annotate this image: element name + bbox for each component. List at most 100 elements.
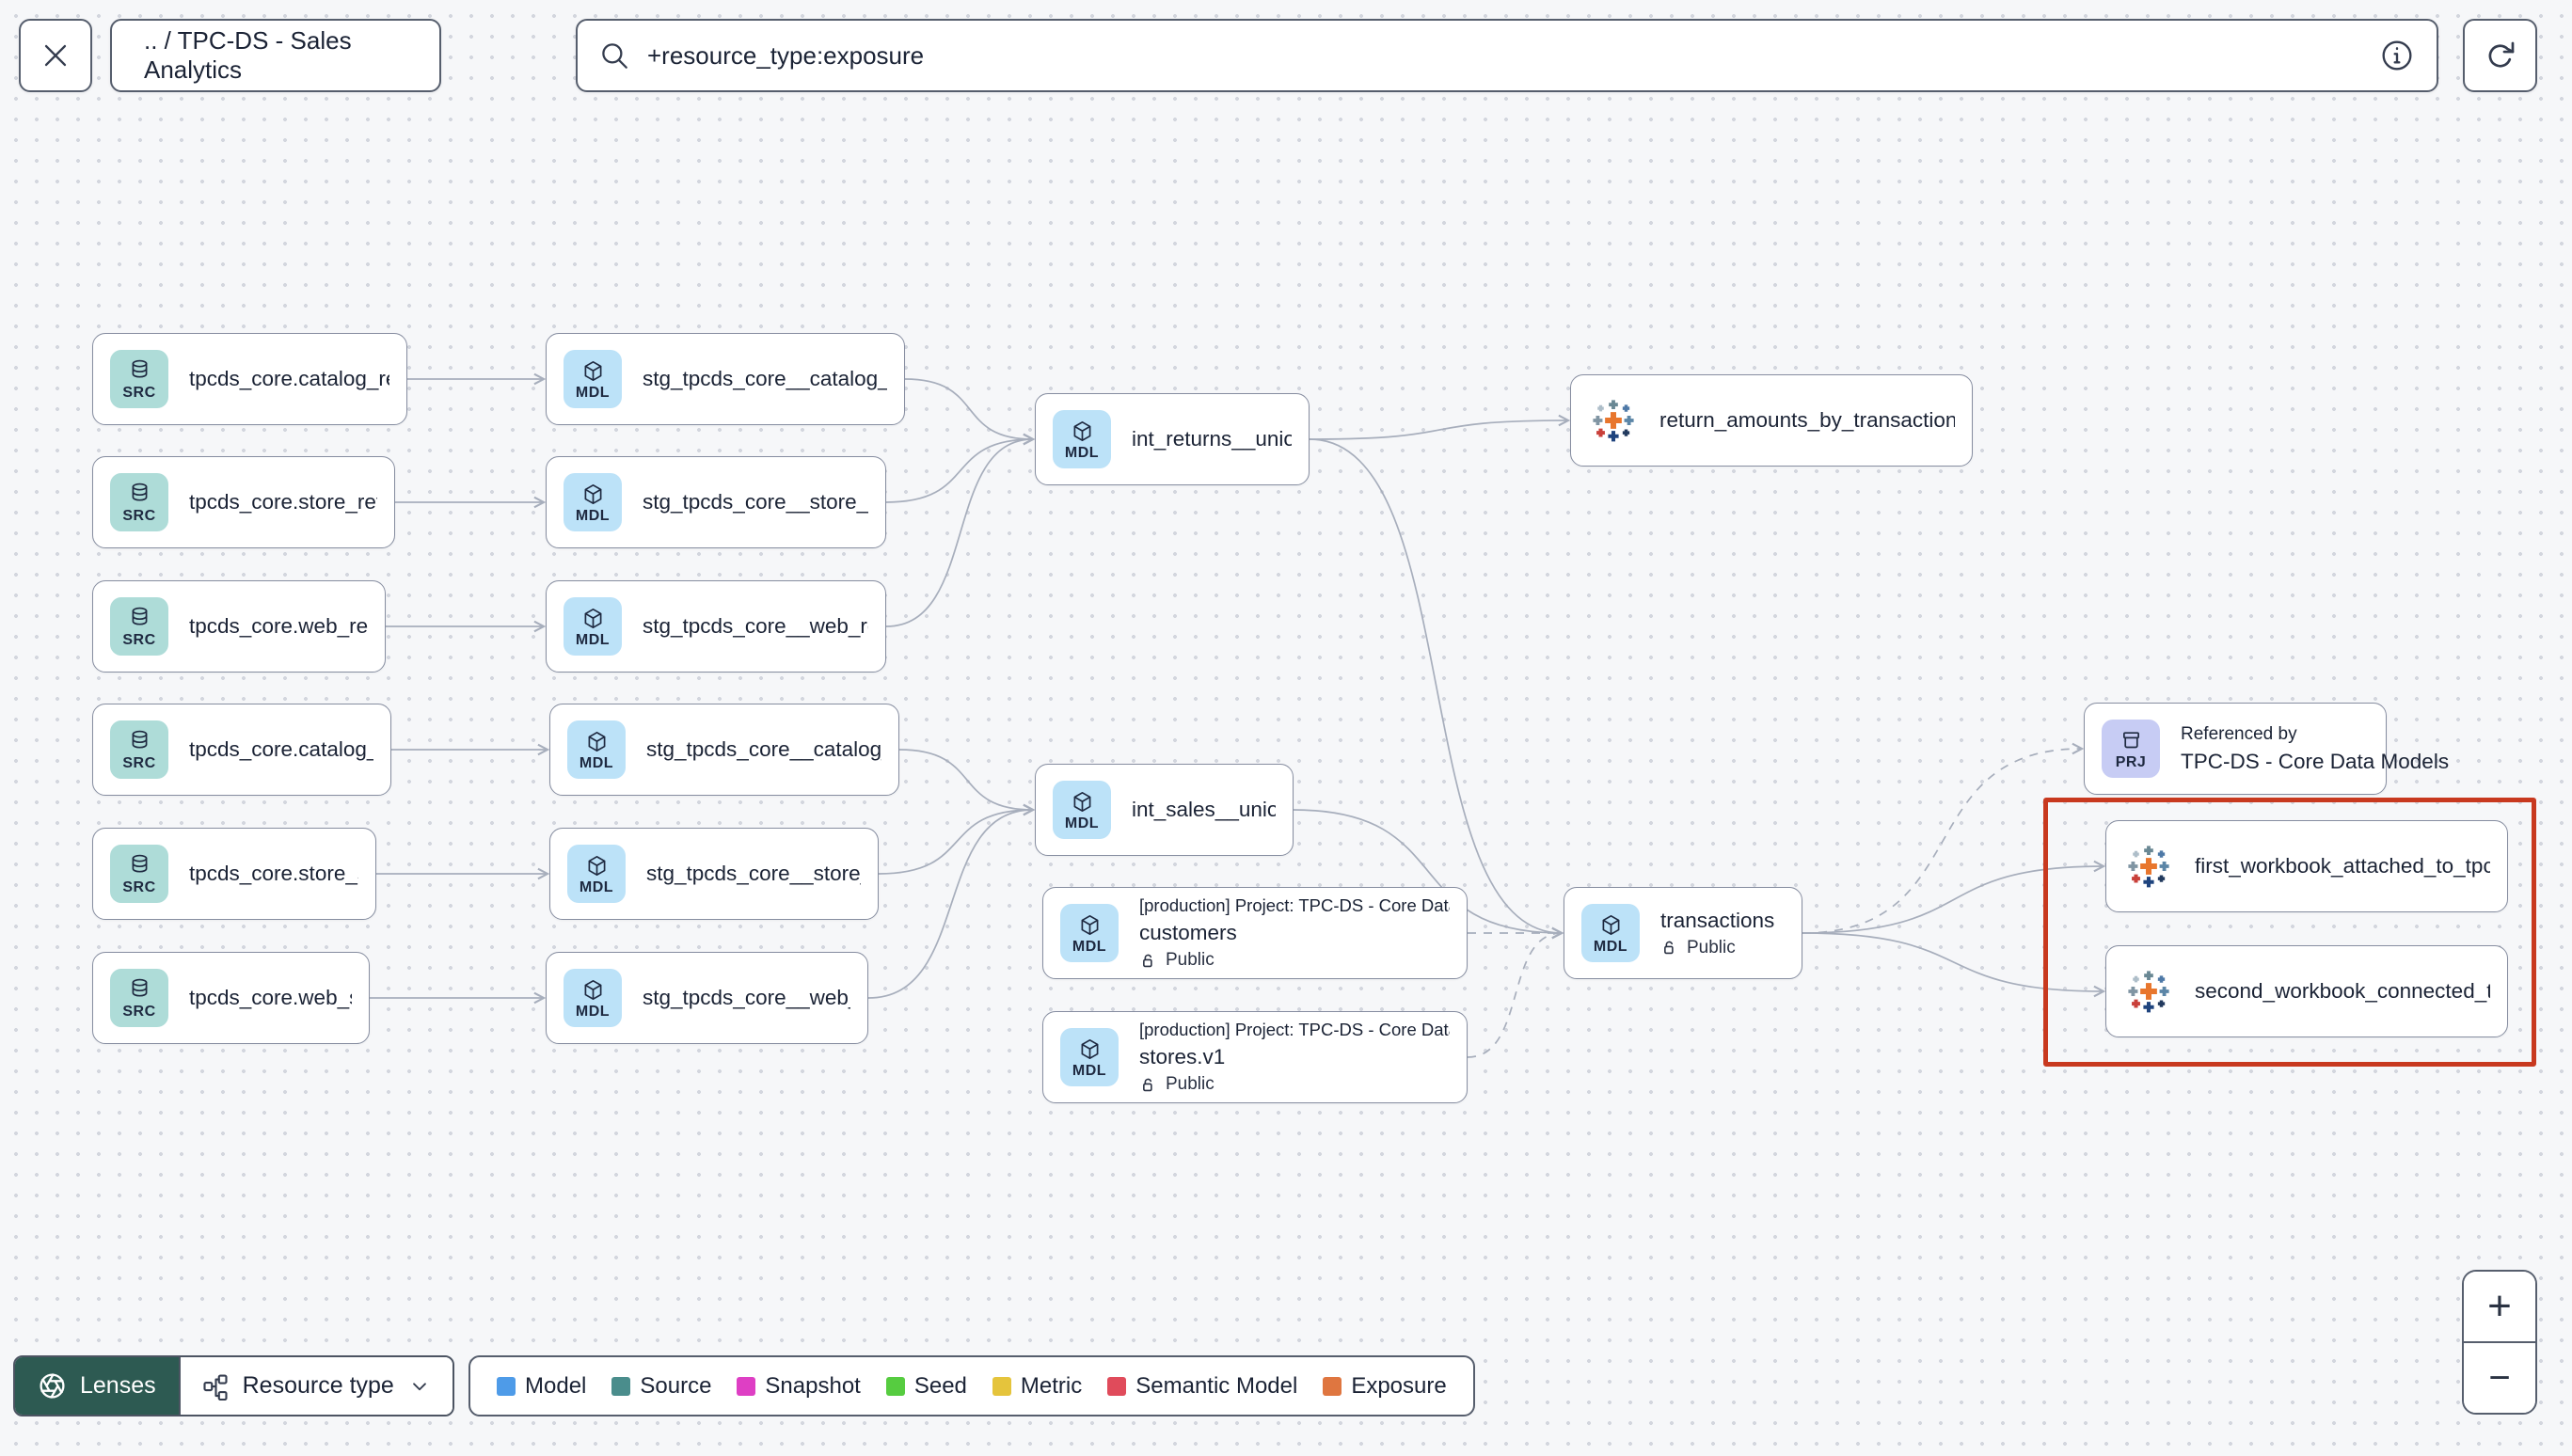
mdl-badge: MDL <box>564 969 622 1027</box>
close-button[interactable] <box>19 19 92 92</box>
edge-stores_v1-transactions <box>1467 926 1564 1058</box>
node-label: stg_tpcds_core__catalog_sales <box>646 737 881 761</box>
node-stg-catalog-sales[interactable]: MDL stg_tpcds_core__catalog_sales <box>549 704 899 796</box>
zoom-out-button[interactable]: − <box>2464 1341 2535 1413</box>
legend-swatch <box>1323 1376 1342 1396</box>
legend-item-snapshot: Snapshot <box>737 1372 861 1400</box>
archive-box-icon <box>2122 731 2139 748</box>
src-badge: SRC <box>110 845 168 903</box>
chevron-down-icon <box>412 1382 426 1390</box>
mdl-badge: MDL <box>564 597 622 656</box>
node-stores-v1[interactable]: MDL[production] Project: TPC-DS - Core D… <box>1042 1011 1468 1103</box>
database-icon <box>132 854 147 873</box>
breadcrumb[interactable]: .. / TPC-DS - Sales Analytics <box>110 19 441 92</box>
edge-transactions-workbook_1 <box>1802 860 2106 934</box>
src-badge: SRC <box>110 597 168 656</box>
legend-label: Snapshot <box>765 1372 861 1399</box>
database-icon <box>132 359 147 378</box>
node-project-line: [production] Project: TPC-DS - Core Data… <box>1139 1020 1450 1039</box>
legend-label: Semantic Model <box>1135 1372 1298 1399</box>
legend-label: Seed <box>913 1372 967 1399</box>
legend-label: Exposure <box>1351 1372 1447 1399</box>
edge-stg_web_sales-int_sales_unioned <box>867 803 1036 999</box>
selection-highlight <box>2043 798 2536 1067</box>
database-icon <box>132 607 147 625</box>
node-label: stg_tpcds_core__catalog_returns <box>643 367 887 390</box>
node-customers[interactable]: MDL[production] Project: TPC-DS - Core D… <box>1042 887 1468 979</box>
cube-icon <box>588 855 605 876</box>
mdl-badge: MDL <box>567 720 626 779</box>
node-label: transactions <box>1660 908 1775 932</box>
search-input[interactable] <box>645 40 2363 71</box>
lenses-label: Lenses <box>80 1372 156 1399</box>
legend-label: Metric <box>1020 1372 1083 1399</box>
legend-item-semantic-model: Semantic Model <box>1107 1373 1297 1400</box>
node-src-web-returns[interactable]: SRC tpcds_core.web_returns <box>92 580 386 673</box>
mdl-badge: MDL <box>1581 904 1640 962</box>
node-visibility: Public <box>1660 938 1774 958</box>
info-icon[interactable] <box>2378 37 2416 74</box>
database-icon <box>132 730 147 749</box>
node-workbook-1[interactable]: first_workbook_attached_to_tpc-ds_-_… <box>2105 820 2508 912</box>
node-label: TPC-DS - Core Data Models <box>2181 749 2450 773</box>
node-return-amounts[interactable]: return_amounts_by_transaction_type <box>1570 374 1973 467</box>
node-label: tpcds_core.store_sales <box>189 862 358 885</box>
src-badge: SRC <box>110 969 168 1027</box>
node-label: tpcds_core.catalog_returns <box>189 367 389 390</box>
node-label: int_returns__unioned <box>1132 427 1292 451</box>
node-label: first_workbook_attached_to_tpc-ds_-_… <box>2195 854 2490 878</box>
legend-label: Model <box>525 1372 587 1399</box>
legend-swatch <box>497 1376 516 1396</box>
node-src-web-sales[interactable]: SRC tpcds_core.web_sales <box>92 952 370 1044</box>
search-icon <box>602 43 627 69</box>
edge-int_returns_unioned-return_amounts <box>1309 414 1571 440</box>
node-label: tpcds_core.store_returns <box>189 490 377 514</box>
node-label: tpcds_core.web_returns <box>189 614 368 638</box>
zoom-in-button[interactable]: + <box>2464 1272 2535 1341</box>
cube-icon <box>1073 420 1090 441</box>
src-badge: SRC <box>110 720 168 779</box>
resource-type-dropdown[interactable]: Resource type <box>178 1357 452 1415</box>
aperture-icon <box>40 1373 65 1399</box>
edge-transactions-workbook_2 <box>1802 932 2106 998</box>
node-visibility: Public <box>1139 950 1450 971</box>
cube-icon <box>1073 791 1090 812</box>
node-label: stg_tpcds_core__web_sales <box>643 986 850 1009</box>
edge-int_sales_unioned-transactions <box>1293 809 1564 940</box>
lenses-button[interactable]: Lenses <box>15 1357 179 1415</box>
refresh-icon <box>2488 41 2514 68</box>
node-label: stores.v1 <box>1139 1045 1226 1068</box>
node-label: customers <box>1139 921 1237 944</box>
node-label: int_sales__unioned <box>1132 798 1276 821</box>
edge-stg_catalog_returns-int_returns_unioned <box>904 378 1036 446</box>
node-transactions[interactable]: MDL transactions Public <box>1564 887 1802 979</box>
cube-icon <box>584 979 601 1000</box>
refresh-button[interactable] <box>2463 19 2537 92</box>
node-project-line: [production] Project: TPC-DS - Core Data… <box>1139 895 1450 915</box>
legend-item-seed: Seed <box>885 1372 967 1400</box>
node-label: stg_tpcds_core__web_returns <box>643 614 868 638</box>
legend-swatch <box>737 1376 756 1396</box>
cube-icon <box>588 731 605 752</box>
edge-int_returns_unioned-transactions <box>1309 438 1564 940</box>
src-badge: SRC <box>110 350 168 408</box>
cube-icon <box>584 360 601 381</box>
close-icon <box>44 44 67 67</box>
node-stg-web-sales[interactable]: MDL stg_tpcds_core__web_sales <box>546 952 868 1044</box>
node-workbook-2[interactable]: second_workbook_connected_to_live… <box>2105 945 2508 1037</box>
node-src-catalog-returns[interactable]: SRC tpcds_core.catalog_returns <box>92 333 407 425</box>
node-label: tpcds_core.web_sales <box>189 986 352 1009</box>
node-src-store-sales[interactable]: SRC tpcds_core.store_sales <box>92 828 376 920</box>
node-stg-web-returns[interactable]: MDL stg_tpcds_core__web_returns <box>546 580 886 673</box>
lock-open-icon <box>1143 954 1152 967</box>
